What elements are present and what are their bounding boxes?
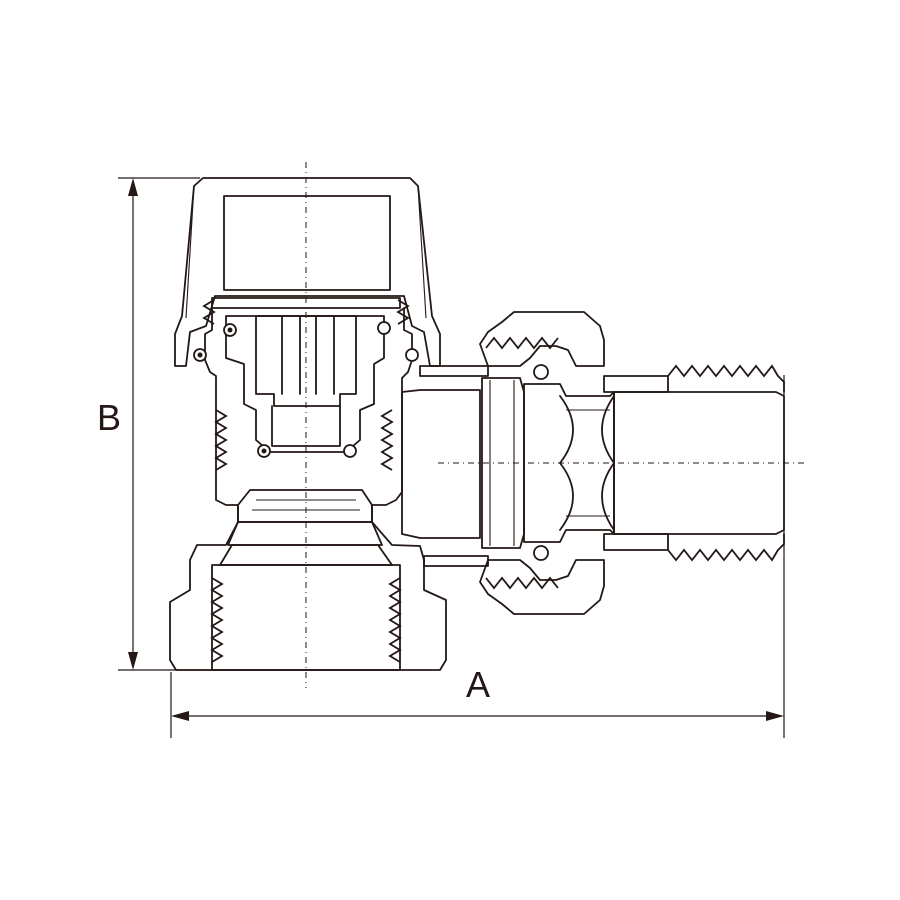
- cap-thread-left: [202, 299, 216, 325]
- o-ring-lower-left-dot: [261, 448, 267, 454]
- stem-housing: [225, 315, 385, 453]
- o-ring-lower-right: [343, 444, 357, 458]
- inlet-thread-left: [210, 577, 224, 663]
- spigot-bottom-shoulder: [603, 533, 669, 551]
- dim-b-arrow-bottom: [128, 652, 138, 670]
- seat-cone: [227, 521, 383, 546]
- dim-b-arrow-top: [128, 178, 138, 196]
- union-thread-top: [485, 336, 559, 350]
- bonnet-plate: [211, 297, 401, 309]
- dim-a-arrow-left: [171, 711, 189, 721]
- valve-disc: [237, 489, 373, 523]
- tailpiece-curve-left: [559, 395, 574, 531]
- bonnet-thread-right: [380, 409, 394, 471]
- valve-cap: [174, 177, 441, 367]
- cap-inner-window: [223, 195, 391, 291]
- stem-shaft: [271, 405, 341, 447]
- outlet-tailpiece: [401, 311, 785, 615]
- outlet-top-flange: [419, 365, 489, 377]
- spigot-thread-bottom: [667, 548, 779, 562]
- bonnet-thread-left: [214, 409, 228, 471]
- cap-thread-right: [396, 299, 410, 325]
- spigot-thread-top: [667, 364, 779, 378]
- inlet-thread-right: [388, 577, 402, 663]
- olive-ring-bottom: [533, 545, 549, 561]
- o-ring-cap-left-dot: [197, 352, 203, 358]
- olive-ring-top: [533, 364, 549, 380]
- valve-body: [169, 297, 447, 671]
- spigot-chamfer-bottom: [777, 543, 785, 551]
- dim-a-arrow-right: [766, 711, 784, 721]
- outlet-bottom-flange: [423, 555, 489, 567]
- cap-left-rib: [185, 185, 195, 319]
- dim-b-label: B: [97, 397, 121, 438]
- o-ring-upper-right: [377, 321, 391, 335]
- union-thread-bottom: [485, 576, 559, 590]
- union-nut-top: [479, 311, 605, 367]
- inlet-bore: [211, 564, 401, 671]
- cap-right-rib: [417, 185, 427, 319]
- outlet-stub: [401, 389, 481, 539]
- dim-a-label: A: [466, 664, 490, 705]
- spigot-chamfer-top: [777, 375, 785, 383]
- o-ring-cap-right: [405, 348, 419, 362]
- cap-outline: [174, 177, 441, 367]
- union-nut-bottom: [479, 559, 605, 615]
- o-ring-upper-left-dot: [227, 327, 233, 333]
- dimension-b: B: [97, 177, 210, 671]
- spigot-top-shoulder: [603, 375, 669, 393]
